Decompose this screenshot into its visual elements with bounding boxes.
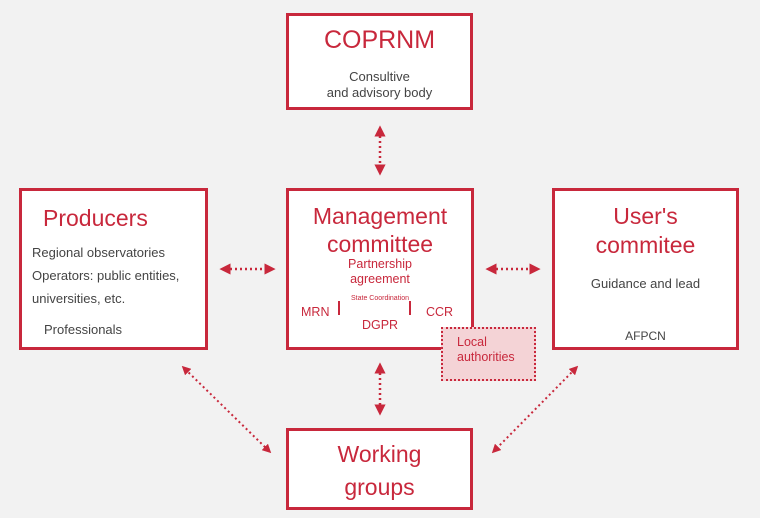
mrn-label: MRN bbox=[301, 305, 330, 319]
producers-line-4: Professionals bbox=[44, 322, 123, 337]
working-groups-box: Working groups bbox=[286, 428, 473, 510]
producers-title: Producers bbox=[43, 205, 148, 231]
users-committee-box: User's commitee Guidance and lead AFPCN bbox=[552, 188, 739, 350]
management-title-line1: Management bbox=[312, 203, 448, 229]
arrow-users-working-groups bbox=[491, 365, 579, 454]
partnership-line1: Partnership bbox=[348, 257, 412, 271]
afpcn-label: AFPCN bbox=[625, 329, 666, 343]
coprnm-desc-line1: Consultive bbox=[349, 69, 410, 84]
coprnm-box: COPRNM Consultive and advisory body bbox=[286, 13, 473, 110]
coprnm-desc-line2: and advisory body bbox=[326, 85, 433, 100]
users-desc: Guidance and lead bbox=[590, 276, 701, 291]
working-groups-title-line1: Working bbox=[337, 441, 422, 467]
users-title-line1: User's bbox=[613, 203, 678, 229]
local-authorities-line2: authorities bbox=[457, 350, 515, 364]
arrow-producers-working-groups bbox=[181, 365, 272, 454]
local-authorities-line1: Local bbox=[457, 335, 487, 349]
producers-line-1: Regional observatories bbox=[32, 245, 165, 260]
management-title-line2: committee bbox=[326, 231, 434, 257]
management-committee-box: Management committee Partnership agreeme… bbox=[286, 188, 474, 350]
state-coordination-label: State Coordination bbox=[351, 295, 409, 302]
ccr-label: CCR bbox=[426, 305, 454, 319]
state-coordination-bracket-right bbox=[409, 301, 411, 315]
producers-box: Producers Regional observatories Operato… bbox=[19, 188, 208, 350]
state-coordination-bracket-left bbox=[338, 301, 340, 315]
producers-line-2: Operators: public entities, bbox=[32, 268, 180, 283]
local-authorities-box: Local authorities bbox=[441, 327, 536, 381]
working-groups-title-line2: groups bbox=[344, 474, 415, 500]
dgpr-label: DGPR bbox=[361, 318, 399, 332]
partnership-line2: agreement bbox=[350, 272, 410, 286]
users-title-line2: commitee bbox=[595, 232, 696, 258]
coprnm-title: COPRNM bbox=[323, 26, 436, 54]
producers-line-3: universities, etc. bbox=[32, 291, 126, 306]
